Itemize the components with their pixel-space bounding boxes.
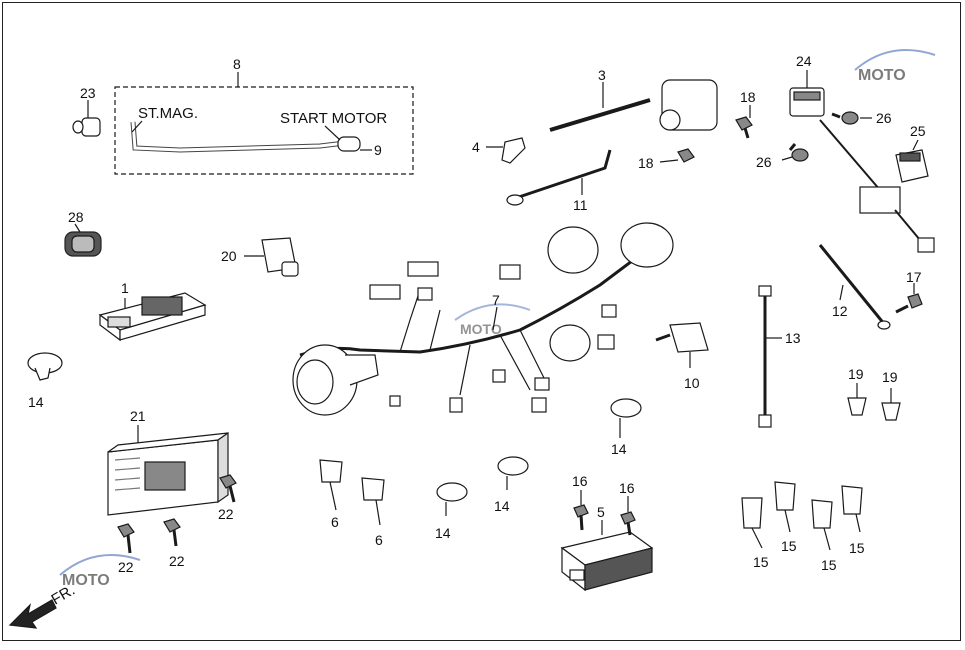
label-18-right: 18 — [740, 89, 756, 105]
part-16-bolt-right — [620, 496, 636, 536]
part-19-clip-right — [881, 388, 901, 421]
part-6-fuse-left — [319, 459, 343, 511]
label-19-right: 19 — [882, 369, 898, 385]
label-11: 11 — [573, 197, 588, 213]
diagram-frame — [2, 2, 961, 641]
label-22-middle: 22 — [169, 553, 185, 569]
part-10-boot — [655, 322, 709, 368]
label-10: 10 — [684, 375, 700, 391]
label-26-right: 26 — [876, 110, 892, 126]
part-26-screw-right — [831, 111, 872, 125]
label-20: 20 — [221, 248, 237, 264]
part-24-flasher — [789, 70, 935, 253]
label-12: 12 — [832, 303, 848, 319]
part-7-main-harness — [292, 222, 674, 416]
label-st-mag: ST.MAG. — [138, 105, 198, 122]
label-17: 17 — [906, 269, 922, 285]
label-26-left: 26 — [756, 154, 772, 170]
label-14-upper: 14 — [611, 441, 627, 457]
label-9: 9 — [374, 142, 382, 158]
part-22-bolt-middle — [163, 518, 181, 547]
watermark-logo-top: MOTO — [854, 49, 936, 84]
part-11-cable — [506, 149, 612, 206]
label-28: 28 — [68, 209, 84, 225]
label-21: 21 — [130, 408, 146, 424]
label-15-2: 15 — [781, 538, 797, 554]
label-4: 4 — [472, 139, 480, 155]
part-18-bolt-left — [659, 148, 695, 163]
part-28-clamp — [64, 223, 102, 257]
part-14-clip-middle — [497, 456, 529, 490]
part-13-wire — [758, 285, 782, 428]
part-17-bolt — [895, 283, 923, 314]
label-7: 7 — [492, 292, 500, 308]
label-18-left: 18 — [638, 155, 654, 171]
part-16-bolt-left — [573, 490, 589, 531]
part-19-clip-left — [847, 383, 867, 416]
label-3: 3 — [598, 67, 606, 83]
part-6-fuse-right — [361, 477, 385, 526]
label-14-lower: 14 — [435, 525, 451, 541]
part-4-plug-cap — [486, 137, 526, 164]
watermark-logo-center: MOTO — [454, 303, 531, 337]
label-22-right: 22 — [218, 506, 234, 522]
part-26-screw-left — [781, 143, 809, 162]
part-1-relay — [98, 292, 207, 342]
watermark-logo-bottom: MOTO — [59, 554, 141, 589]
svg-text:MOTO: MOTO — [460, 321, 502, 337]
part-20-boot — [244, 237, 299, 277]
svg-text:MOTO: MOTO — [858, 67, 906, 84]
part-14-clip-lower — [436, 482, 468, 516]
part-22-bolt-left — [117, 523, 135, 554]
label-25: 25 — [910, 123, 926, 139]
part-15-fuse-4 — [841, 485, 863, 533]
part-14-clip-left — [27, 352, 63, 381]
label-6-right: 6 — [375, 532, 383, 548]
label-5: 5 — [597, 504, 605, 520]
part-14-clip-upper — [610, 398, 642, 438]
label-15-3: 15 — [821, 557, 837, 573]
part-12-cable — [818, 244, 891, 330]
label-23: 23 — [80, 85, 96, 101]
label-24: 24 — [796, 53, 812, 69]
part-5-regulator — [560, 520, 654, 592]
label-6-left: 6 — [331, 514, 339, 530]
label-19-left: 19 — [848, 366, 864, 382]
part-15-fuse-2 — [774, 481, 796, 533]
label-16-right: 16 — [619, 480, 635, 496]
label-15-1: 15 — [753, 554, 769, 570]
part-22-bolt-right — [219, 474, 237, 503]
part-23-cap — [72, 100, 101, 137]
label-16-left: 16 — [572, 473, 588, 489]
part-18-bolt-right — [735, 105, 753, 139]
part-15-fuse-3 — [811, 499, 833, 551]
part-21-ecu — [107, 425, 229, 516]
label-13: 13 — [785, 330, 801, 346]
part-3-ignition-coil — [549, 79, 718, 132]
part-8-cable-assembly — [114, 72, 414, 175]
label-8: 8 — [233, 56, 241, 72]
label-14-middle: 14 — [494, 498, 510, 514]
label-1: 1 — [121, 280, 129, 296]
label-start-motor: START MOTOR — [280, 110, 387, 127]
part-15-fuse-1 — [741, 497, 763, 549]
svg-text:MOTO: MOTO — [62, 572, 110, 589]
label-14-left: 14 — [28, 394, 44, 410]
label-15-4: 15 — [849, 540, 865, 556]
part-25-relay — [895, 139, 929, 183]
front-arrow-icon — [8, 599, 57, 629]
label-22-left: 22 — [118, 559, 134, 575]
